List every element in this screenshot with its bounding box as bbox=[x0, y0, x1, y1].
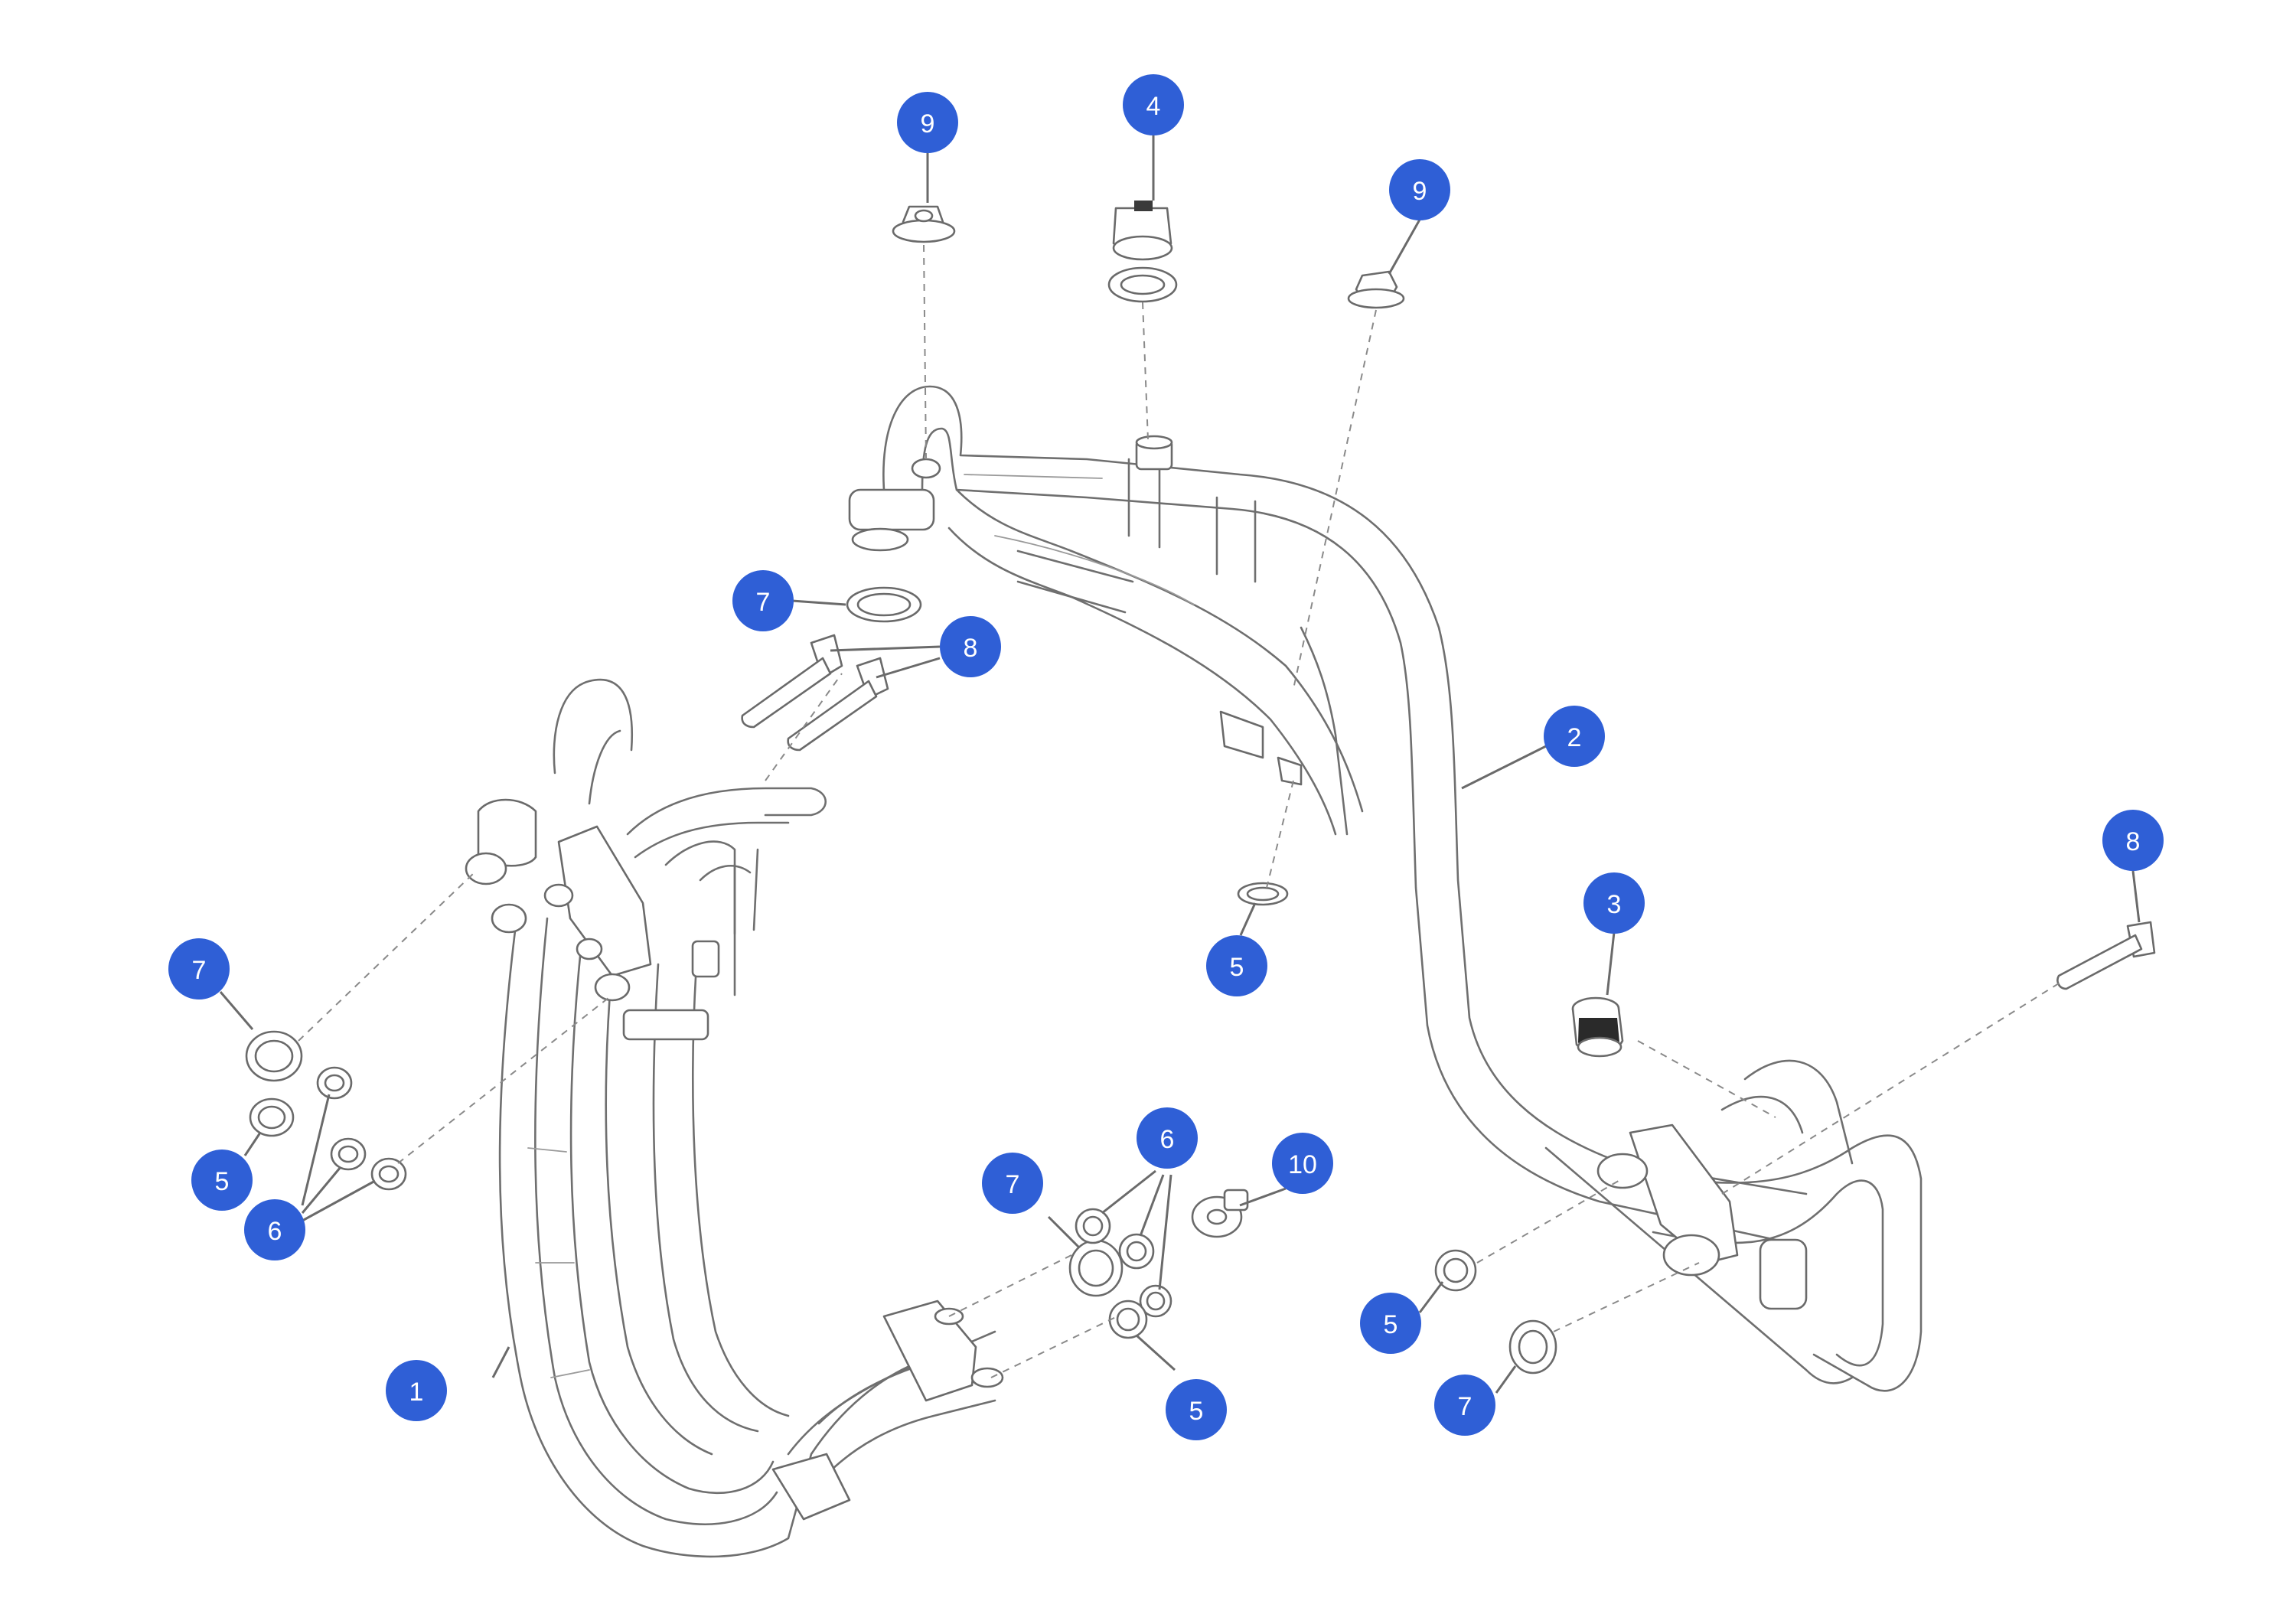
callout-9-top-left: 9 bbox=[897, 92, 958, 153]
callout-5-right: 5 bbox=[1360, 1293, 1421, 1354]
callout-badge bbox=[1206, 935, 1267, 996]
callout-label: 5 bbox=[1189, 1397, 1204, 1426]
hose-assembly-1 bbox=[498, 678, 996, 1558]
callout-badge bbox=[897, 92, 958, 153]
callout-badge bbox=[244, 1199, 305, 1260]
callouts: 9 4 9 7 8 2 3 8 bbox=[168, 74, 2164, 1440]
callout-label: 2 bbox=[1567, 723, 1582, 752]
callout-label: 8 bbox=[2126, 827, 2141, 856]
callout-7-upper: 7 bbox=[732, 570, 794, 631]
assembly-axes bbox=[298, 244, 2060, 1378]
callout-badge bbox=[982, 1153, 1043, 1214]
callout-label: 5 bbox=[1230, 953, 1244, 982]
callout-6-left: 6 bbox=[244, 1199, 305, 1260]
part-9-nut-right bbox=[1347, 270, 1405, 309]
callout-label: 9 bbox=[1413, 177, 1427, 206]
callout-7-lower-center: 7 bbox=[982, 1153, 1043, 1214]
callout-label: 4 bbox=[1146, 92, 1161, 121]
callout-badge bbox=[1137, 1107, 1198, 1169]
callout-9-top-right: 9 bbox=[1389, 159, 1450, 220]
callout-badge bbox=[168, 938, 230, 1000]
line-art bbox=[245, 201, 2156, 1558]
callout-badge bbox=[1123, 74, 1184, 135]
callout-label: 8 bbox=[964, 634, 978, 663]
callout-badge bbox=[1544, 706, 1605, 767]
callout-badge bbox=[1434, 1375, 1495, 1436]
callout-7-right: 7 bbox=[1434, 1375, 1495, 1436]
callout-8-right: 8 bbox=[2102, 810, 2164, 871]
pipe-assembly-2 bbox=[882, 385, 1923, 1392]
callout-badge bbox=[1272, 1133, 1333, 1194]
leader-lines bbox=[219, 134, 2141, 1394]
callout-5-left: 5 bbox=[191, 1150, 253, 1211]
callout-badge bbox=[2102, 810, 2164, 871]
callout-label: 5 bbox=[215, 1167, 230, 1196]
callout-8-upper: 8 bbox=[940, 616, 1001, 677]
callout-4: 4 bbox=[1123, 74, 1184, 135]
callout-5-lower-center: 5 bbox=[1166, 1379, 1227, 1440]
callout-badge bbox=[386, 1360, 447, 1421]
callout-label: 10 bbox=[1288, 1150, 1317, 1179]
callout-badge bbox=[1166, 1379, 1227, 1440]
callout-badge bbox=[732, 570, 794, 631]
callout-badge bbox=[1389, 159, 1450, 220]
callout-10: 10 bbox=[1272, 1133, 1333, 1194]
callout-label: 3 bbox=[1607, 890, 1622, 919]
callout-label: 6 bbox=[268, 1217, 282, 1246]
callout-7-left: 7 bbox=[168, 938, 230, 1000]
part-3-cap bbox=[1571, 996, 1624, 1058]
callout-2: 2 bbox=[1544, 706, 1605, 767]
callout-label: 7 bbox=[192, 956, 207, 985]
callout-label: 7 bbox=[1458, 1392, 1473, 1421]
callout-6-center: 6 bbox=[1137, 1107, 1198, 1169]
callout-badge bbox=[1360, 1293, 1421, 1354]
callout-badge bbox=[1583, 872, 1645, 934]
hose-1-fittings bbox=[465, 798, 1004, 1521]
callout-5-center: 5 bbox=[1206, 935, 1267, 996]
callout-badge bbox=[940, 616, 1001, 677]
callout-label: 5 bbox=[1384, 1310, 1398, 1339]
callout-label: 7 bbox=[756, 588, 771, 617]
seal-rings bbox=[245, 586, 1557, 1375]
pipe-2-fittings bbox=[848, 435, 1808, 1310]
callout-3: 3 bbox=[1583, 872, 1645, 934]
part-4-valve-cap bbox=[1107, 201, 1178, 303]
callout-label: 6 bbox=[1160, 1125, 1175, 1154]
callout-label: 7 bbox=[1006, 1170, 1020, 1199]
callout-1: 1 bbox=[386, 1360, 447, 1421]
part-8-bolts bbox=[741, 634, 2156, 990]
part-10-grommet bbox=[1191, 1189, 1249, 1238]
callout-label: 9 bbox=[921, 109, 935, 139]
part-9-nut-left bbox=[892, 205, 956, 243]
callout-badge bbox=[191, 1150, 253, 1211]
callout-label: 1 bbox=[409, 1378, 424, 1407]
